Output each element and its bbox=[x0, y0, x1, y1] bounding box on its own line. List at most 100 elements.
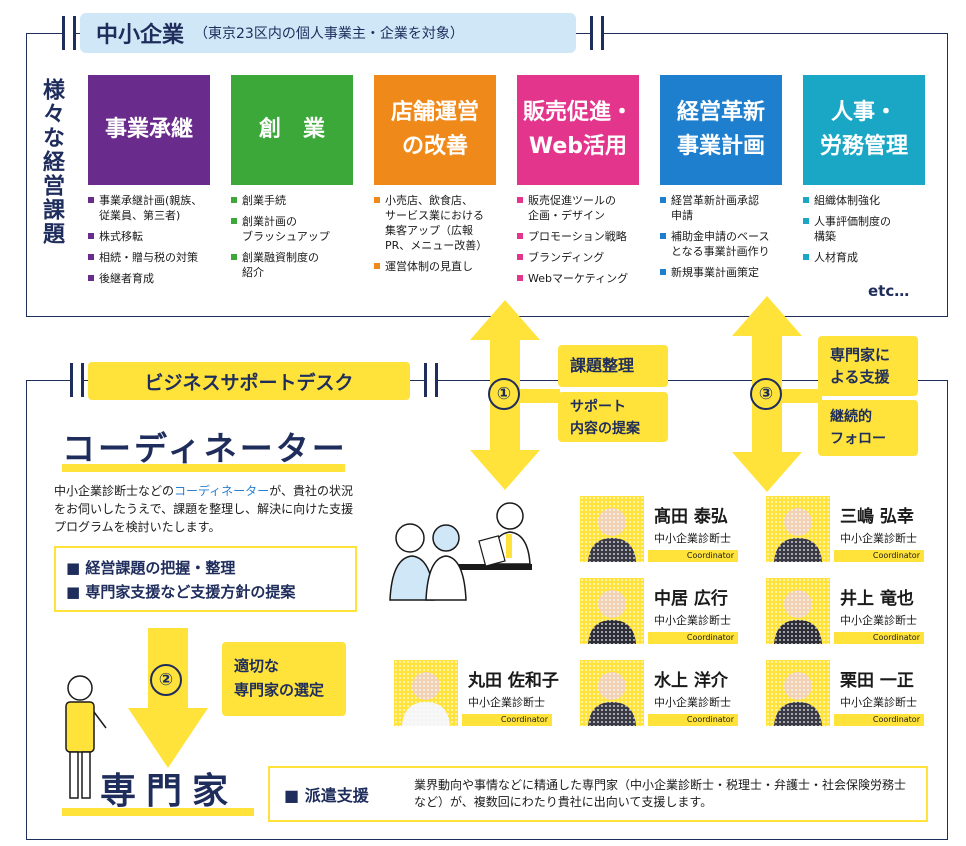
coordinator-card: 髙田 泰弘 中小企業診断士 Coordinator bbox=[580, 496, 740, 562]
coordinator-role: Coordinator bbox=[648, 714, 738, 726]
step2-number: ② bbox=[150, 664, 182, 696]
coordinator-card: 井上 竜也 中小企業診断士 Coordinator bbox=[766, 578, 926, 644]
step2-label: 適切な 専門家の選定 bbox=[222, 642, 346, 716]
coordinator-name: 丸田 佐和子 bbox=[468, 671, 559, 691]
coordinator-title: 中小企業診断士 bbox=[654, 696, 731, 709]
category-item: 創業計画の ブラッシュアップ bbox=[231, 214, 363, 244]
coordinator-title: 中小企業診断士 bbox=[840, 696, 917, 709]
desc-part-2: が、貴社の状況をお伺いしたうえで、課題を整理し、解決に向けた支援プログラムを検討… bbox=[54, 484, 354, 534]
coordinator-heading: コーディネーター bbox=[62, 429, 348, 468]
avatar bbox=[394, 660, 458, 726]
coordinator-title: 中小企業診断士 bbox=[840, 614, 917, 627]
category-item: Webマーケティング bbox=[517, 271, 649, 286]
category-item: 人事評価制度の 構築 bbox=[803, 214, 935, 244]
category-item: 創業手続 bbox=[231, 193, 363, 208]
dispatch-description: 業界動向や事情などに精通した専門家（中小企業診断士・税理士・弁護士・社会保険労務… bbox=[414, 778, 907, 809]
coordinator-description: 中小企業診断士などのコーディネーターが、貴社の状況をお伺いしたうえで、課題を整理… bbox=[54, 482, 364, 536]
desk-bracket-right bbox=[424, 363, 438, 397]
category-innovation: 経営革新 事業計画 bbox=[660, 75, 782, 185]
coordinator-points: 経営課題の把握・整理 専門家支援など支援方針の提案 bbox=[54, 546, 357, 612]
step1-label-a: 課題整理 bbox=[558, 345, 668, 387]
avatar bbox=[766, 496, 830, 562]
category-item: 新規事業計画策定 bbox=[660, 265, 792, 280]
coordinator-card: 水上 洋介 中小企業診断士 Coordinator bbox=[580, 660, 740, 726]
coordinator-title: 中小企業診断士 bbox=[654, 532, 731, 545]
dispatch-label: ■ 派遣支援 bbox=[284, 786, 369, 805]
coordinator-role: Coordinator bbox=[648, 550, 738, 562]
avatar bbox=[580, 660, 644, 726]
category-item: 相続・贈与税の対策 bbox=[88, 250, 220, 265]
category-item: 小売店、飲食店、 サービス業における 集客アップ（広報 PR、メニュー改善） bbox=[374, 193, 506, 253]
dispatch-box: ■ 派遣支援 業界動向や事情などに精通した専門家（中小企業診断士・税理士・弁護士… bbox=[268, 766, 928, 822]
expert-underline bbox=[62, 808, 254, 816]
coordinator-card: 中居 広行 中小企業診断士 Coordinator bbox=[580, 578, 740, 644]
coordinator-card: 丸田 佐和子 中小企業診断士 Coordinator bbox=[394, 660, 559, 726]
category-items-hr: 組織体制強化人事評価制度の 構築人材育成 bbox=[803, 193, 935, 271]
category-store: 店舗運営 の改善 bbox=[374, 75, 496, 185]
avatar bbox=[766, 660, 830, 726]
coordinator-underline bbox=[62, 464, 345, 472]
avatar bbox=[580, 578, 644, 644]
step3-number: ③ bbox=[750, 378, 782, 410]
category-item: 運営体制の見直し bbox=[374, 259, 506, 274]
category-startup: 創 業 bbox=[231, 75, 353, 185]
coordinator-role: Coordinator bbox=[834, 714, 924, 726]
category-items-innovation: 経営革新計画承認 申請補助金申請のベース となる事業計画作り新規事業計画策定 bbox=[660, 193, 792, 286]
coordinator-role: Coordinator bbox=[462, 714, 552, 726]
category-items-store: 小売店、飲食店、 サービス業における 集客アップ（広報 PR、メニュー改善） 運営… bbox=[374, 193, 506, 280]
category-items-succession: 事業承継計画(親族、 従業員、第三者)株式移転相続・贈与税の対策後継者育成 bbox=[88, 193, 220, 292]
category-item: プロモーション戦略 bbox=[517, 229, 649, 244]
desk-bracket-left bbox=[70, 363, 84, 397]
desc-part-1: 中小企業診断士などの bbox=[54, 484, 175, 498]
coordinator-title: 中小企業診断士 bbox=[468, 696, 545, 709]
coordinator-name: 三嶋 弘幸 bbox=[840, 507, 914, 527]
step1-number: ① bbox=[488, 378, 520, 410]
coordinator-name: 水上 洋介 bbox=[654, 671, 728, 691]
category-item: 経営革新計画承認 申請 bbox=[660, 193, 792, 223]
category-succession: 事業承継 bbox=[88, 75, 210, 185]
desc-highlight: コーディネーター bbox=[174, 484, 270, 498]
point-item: 専門家支援など支援方針の提案 bbox=[66, 580, 345, 604]
category-item: 人材育成 bbox=[803, 250, 935, 265]
coordinator-title: 中小企業診断士 bbox=[654, 614, 731, 627]
vertical-label: 様々な経営課題 bbox=[39, 78, 64, 246]
point-item: 経営課題の把握・整理 bbox=[66, 556, 345, 580]
avatar bbox=[580, 496, 644, 562]
coordinator-name: 栗田 一正 bbox=[840, 671, 914, 691]
coordinator-name: 井上 竜也 bbox=[840, 589, 914, 609]
avatar bbox=[766, 578, 830, 644]
meeting-illustration bbox=[389, 502, 532, 601]
advisor-illustration bbox=[65, 675, 107, 799]
category-item: 後継者育成 bbox=[88, 271, 220, 286]
coordinator-title: 中小企業診断士 bbox=[840, 532, 917, 545]
coordinator-role: Coordinator bbox=[834, 632, 924, 644]
coordinator-role: Coordinator bbox=[834, 550, 924, 562]
title-bracket-right bbox=[590, 16, 604, 50]
target-title-main: 中小企業 bbox=[96, 23, 185, 48]
coordinator-name: 中居 広行 bbox=[654, 589, 728, 609]
category-item: 株式移転 bbox=[88, 229, 220, 244]
support-desk-panel bbox=[26, 380, 948, 840]
category-item: 補助金申請のベース となる事業計画作り bbox=[660, 229, 792, 259]
coordinator-name: 髙田 泰弘 bbox=[654, 507, 728, 527]
category-items-startup: 創業手続創業計画の ブラッシュアップ創業融資制度の 紹介 bbox=[231, 193, 363, 286]
expert-heading: 専門家 bbox=[100, 771, 239, 812]
category-promotion: 販売促進・ Web活用 bbox=[517, 75, 639, 185]
step3-label-a: 専門家に よる支援 bbox=[818, 336, 918, 396]
connector-step1 bbox=[520, 389, 560, 403]
arrow-step2 bbox=[128, 628, 208, 768]
target-title-sub: （東京23区内の個人事業主・企業を対象） bbox=[194, 26, 464, 42]
category-item: ブランディング bbox=[517, 250, 649, 265]
coordinator-card: 三嶋 弘幸 中小企業診断士 Coordinator bbox=[766, 496, 926, 562]
title-bracket-left bbox=[62, 16, 76, 50]
coordinator-role: Coordinator bbox=[648, 632, 738, 644]
coordinator-card: 栗田 一正 中小企業診断士 Coordinator bbox=[766, 660, 926, 726]
category-item: 販売促進ツールの 企画・デザイン bbox=[517, 193, 649, 223]
target-title: 中小企業 （東京23区内の個人事業主・企業を対象） bbox=[80, 13, 576, 53]
category-item: 創業融資制度の 紹介 bbox=[231, 250, 363, 280]
category-item: 組織体制強化 bbox=[803, 193, 935, 208]
step1-label-b: サポート 内容の提案 bbox=[558, 392, 668, 442]
category-hr: 人事・ 労務管理 bbox=[803, 75, 925, 185]
support-desk-title: ビジネスサポートデスク bbox=[88, 362, 410, 400]
connector-step3 bbox=[782, 389, 822, 403]
